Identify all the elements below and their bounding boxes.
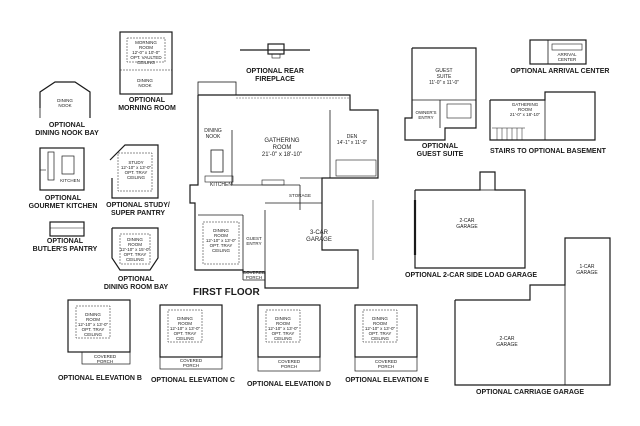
butlers-pantry-plan <box>49 221 85 237</box>
main-floor-plan <box>189 81 379 289</box>
arrival-center-caption: OPTIONAL ARRIVAL CENTER <box>510 68 610 75</box>
room-nook-morning: DINING NOOK <box>137 78 153 88</box>
room-gathering: GATHERING ROOM 21'-0" x 18'-10" <box>261 138 303 158</box>
room-guest-suite: GUEST SUITE 11'-0" x 11'-0" <box>428 68 459 86</box>
elev-d-porch: COVERED PORCH <box>277 359 301 369</box>
room-gourmet-kitchen: KITCHEN <box>60 178 80 183</box>
study-pantry-plan <box>109 144 159 199</box>
gourmet-kitchen-caption: OPTIONAL GOURMET KITCHEN <box>28 195 98 210</box>
stairs-basement-plan <box>489 91 596 141</box>
dining-room-bay-plan <box>111 227 159 271</box>
room-study: STUDY 12'-10" x 13'-0" OPT. TRAY CEILING <box>120 160 152 180</box>
butlers-pantry-caption: OPTIONAL BUTLER'S PANTRY <box>32 238 98 253</box>
elev-c-dining: DINING ROOM 12'-10" x 13'-0" OPT. TRAY C… <box>169 316 201 341</box>
room-gathering-basement: GATHERING ROOM 21'-0" x 18'-10" <box>509 102 541 117</box>
room-guest-entry: GUEST ENTRY <box>246 236 262 246</box>
elevation-e-plan <box>354 304 418 372</box>
room-nook-bay: DINING NOOK <box>57 98 73 108</box>
room-arrival-center: ARRIVAL CENTER <box>557 52 577 62</box>
side-load-garage-plan <box>413 171 526 269</box>
fireplace-plan <box>240 43 310 59</box>
study-pantry-caption: OPTIONAL STUDY/ SUPER PANTRY <box>106 202 170 217</box>
elevation-c-caption: OPTIONAL ELEVATION C <box>150 377 235 384</box>
elevation-e-caption: OPTIONAL ELEVATION E <box>345 377 429 384</box>
gourmet-kitchen-plan <box>39 147 85 191</box>
morning-room-caption: OPTIONAL MORNING ROOM <box>118 97 176 112</box>
room-den: DEN 14'-1" x 11'-0" <box>336 134 368 146</box>
elevation-b-caption: OPTIONAL ELEVATION B <box>57 375 142 382</box>
morning-room-plan <box>119 31 173 95</box>
carriage-garage-caption: OPTIONAL CARRIAGE GARAGE <box>476 389 584 396</box>
elev-c-porch: COVERED PORCH <box>179 358 203 368</box>
dining-room-bay-caption: OPTIONAL DINING ROOM BAY <box>103 276 169 291</box>
guest-suite-plan <box>404 47 477 141</box>
elevation-d-caption: OPTIONAL ELEVATION D <box>246 381 331 388</box>
room-dining-nook: DINING NOOK <box>204 128 222 140</box>
elev-b-porch: COVERED PORCH <box>93 354 117 364</box>
side-load-garage-caption: OPTIONAL 2-CAR SIDE LOAD GARAGE <box>405 272 538 279</box>
dining-nook-bay-plan <box>39 81 91 118</box>
room-covered-porch: COVERED PORCH <box>242 270 266 280</box>
elev-e-porch: COVERED PORCH <box>374 359 398 369</box>
room-garage-3car: 3-CAR GARAGE <box>306 230 332 243</box>
elevation-b-plan <box>67 299 131 365</box>
room-carriage-1car: 1-CAR GARAGE <box>576 264 598 276</box>
room-dining-main: DINING ROOM 12'-10" x 13'-0" OPT. TRAY C… <box>205 228 237 253</box>
rear-fireplace-caption: OPTIONAL REAR FIREPLACE <box>246 68 304 83</box>
elev-d-dining: DINING ROOM 12'-10" x 13'-0" OPT. TRAY C… <box>267 316 299 341</box>
room-side-garage: 2-CAR GARAGE <box>456 218 478 230</box>
room-dining-bay: DINING ROOM 12'-10" x 15'-0" OPT. TRAY C… <box>119 237 151 262</box>
room-carriage-2car: 2-CAR GARAGE <box>496 336 518 348</box>
guest-suite-caption: OPTIONAL GUEST SUITE <box>416 143 464 158</box>
dining-nook-bay-caption: OPTIONAL DINING NOOK BAY <box>35 122 99 137</box>
arrival-center-plan <box>529 39 587 65</box>
room-owners-entry: OWNER'S ENTRY <box>415 110 437 120</box>
elevation-d-plan <box>257 304 321 372</box>
first-floor-title: FIRST FLOOR <box>193 287 260 298</box>
stairs-basement-caption: STAIRS TO OPTIONAL BASEMENT <box>490 148 606 155</box>
elevation-c-plan <box>159 304 223 370</box>
elev-b-dining: DINING ROOM 12'-10" x 13'-0" OPT. TRAY C… <box>77 312 109 337</box>
room-morning: MORNING ROOM 12'-0" x 10'-0" OPT. VAULTE… <box>130 40 162 65</box>
room-kitchen: KITCHEN <box>210 182 232 188</box>
carriage-garage-plan <box>454 237 611 386</box>
room-storage: STORAGE <box>289 193 311 198</box>
elev-e-dining: DINING ROOM 12'-10" x 13'-0" OPT. TRAY C… <box>364 316 396 341</box>
